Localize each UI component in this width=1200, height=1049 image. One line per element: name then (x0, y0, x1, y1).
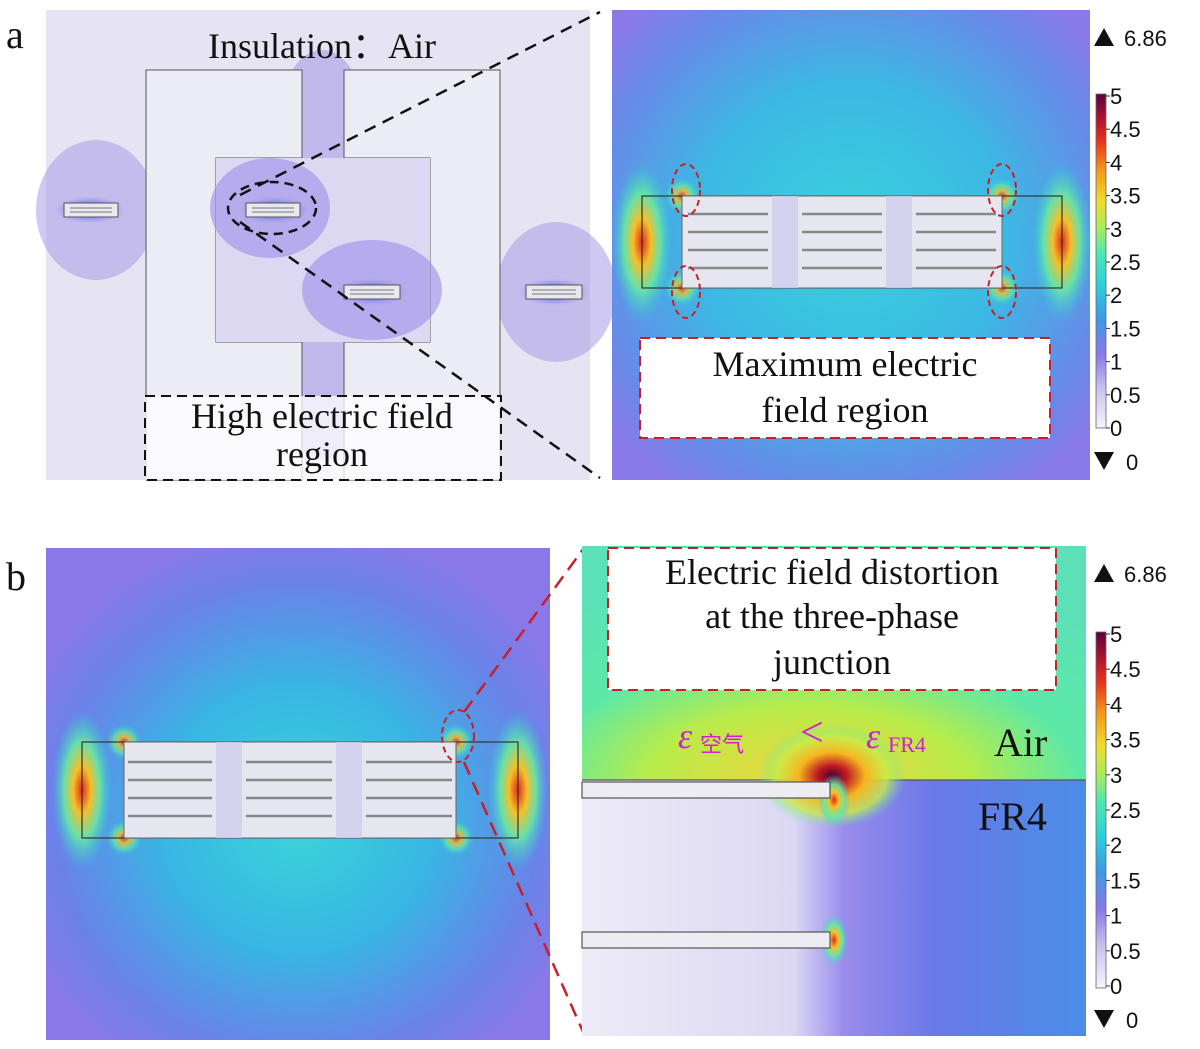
colorbar-tick-label: 5 (1110, 622, 1122, 647)
max-field-ellipse-bl (671, 265, 701, 319)
colorbar-tick-label: 0 (1110, 416, 1122, 441)
distortion-label-line2: at the three-phase (705, 596, 959, 636)
colorbar-tick-label: 1.5 (1110, 316, 1141, 341)
high-field-box (144, 395, 502, 481)
zoom-line-top-b (462, 547, 586, 713)
max-field-ellipse-tr (987, 163, 1017, 217)
max-triangle-icon (1094, 28, 1114, 46)
colorbar-tick-label: 2.5 (1110, 798, 1141, 823)
min-triangle-icon (1094, 1010, 1114, 1028)
zoom-line-top-a (239, 10, 601, 197)
colorbar-tick-label: 3.5 (1110, 184, 1141, 209)
max-field-label-line1: Maximum electric (713, 344, 978, 384)
colorbar-tick-label: 4.5 (1110, 117, 1141, 142)
colorbar-b-max: 6.86 (1124, 562, 1167, 587)
max-field-label-line2: field region (762, 390, 929, 430)
colorbar-b: 6.86 5 4.5 4 3.5 3 2.5 2 1.5 1 0.5 0 0 (1094, 562, 1167, 1033)
colorbar-tick-label: 5 (1110, 84, 1122, 109)
colorbar-tick-label: 0.5 (1110, 383, 1141, 408)
max-field-box (639, 337, 1051, 439)
colorbar-tick-label: 0 (1110, 974, 1122, 999)
colorbar-tick-label: 2 (1110, 833, 1122, 858)
panel-b-overview (46, 548, 550, 1040)
eps-air-symbol: ε (678, 716, 693, 756)
colorbar-tick-label: 2 (1110, 283, 1122, 308)
max-field-ellipse-br (987, 265, 1017, 319)
high-field-label-line1: High electric field (191, 396, 453, 436)
distortion-box (607, 547, 1057, 691)
colorbar-tick-label: 4 (1110, 150, 1122, 175)
colorbar-a-min: 0 (1126, 450, 1138, 475)
junction-ellipse-b (441, 709, 475, 763)
eps-fr4-symbol: ε (866, 716, 881, 756)
max-field-ellipse-tl (671, 163, 701, 217)
highlight-ellipse (226, 180, 318, 236)
colorbar-tick-label: 3.5 (1110, 728, 1141, 753)
min-triangle-icon (1094, 452, 1114, 470)
colorbar-tick-label: 4 (1110, 692, 1122, 717)
less-than-sign: < (800, 710, 824, 756)
colorbar-tick-label: 3 (1110, 763, 1122, 788)
insulation-title: Insulation：Air (208, 26, 436, 66)
zoom-line-bottom-b (462, 761, 586, 1035)
high-field-label-line2: region (276, 434, 368, 474)
colorbar-tick-label: 1 (1110, 350, 1122, 375)
zoom-line-bottom-a (239, 220, 601, 480)
fr4-region-label: FR4 (978, 794, 1047, 839)
panel-a-overview: Insulation：Air High electric field regio… (36, 10, 616, 481)
panel-b-zoom: Electric field distortion at the three-p… (581, 546, 1086, 1036)
panel-a-label: a (6, 12, 24, 57)
colorbar-a-max: 6.86 (1124, 26, 1167, 51)
colorbar-a: 6.86 5 4.5 4 3.5 3 2.5 2 1.5 1 0.5 0 0 (1094, 26, 1167, 475)
colorbar-b-min: 0 (1126, 1008, 1138, 1033)
colorbar-tick-label: 3 (1110, 217, 1122, 242)
max-triangle-icon (1094, 564, 1114, 582)
colorbar-tick-label: 0.5 (1110, 939, 1141, 964)
panel-a-zoom: Maximum electric field region (612, 10, 1092, 480)
colorbar-tick-label: 1 (1110, 904, 1122, 929)
distortion-label-line1: Electric field distortion (665, 552, 999, 592)
eps-air-sub: 空气 (700, 732, 744, 757)
panel-b-label: b (6, 554, 26, 599)
colorbar-tick-label: 4.5 (1110, 657, 1141, 682)
distortion-label-line3: junction (771, 642, 891, 682)
colorbar-tick-label: 1.5 (1110, 868, 1141, 893)
colorbar-tick-label: 2.5 (1110, 250, 1141, 275)
air-region-label: Air (994, 720, 1047, 765)
eps-fr4-sub: FR4 (888, 732, 926, 757)
